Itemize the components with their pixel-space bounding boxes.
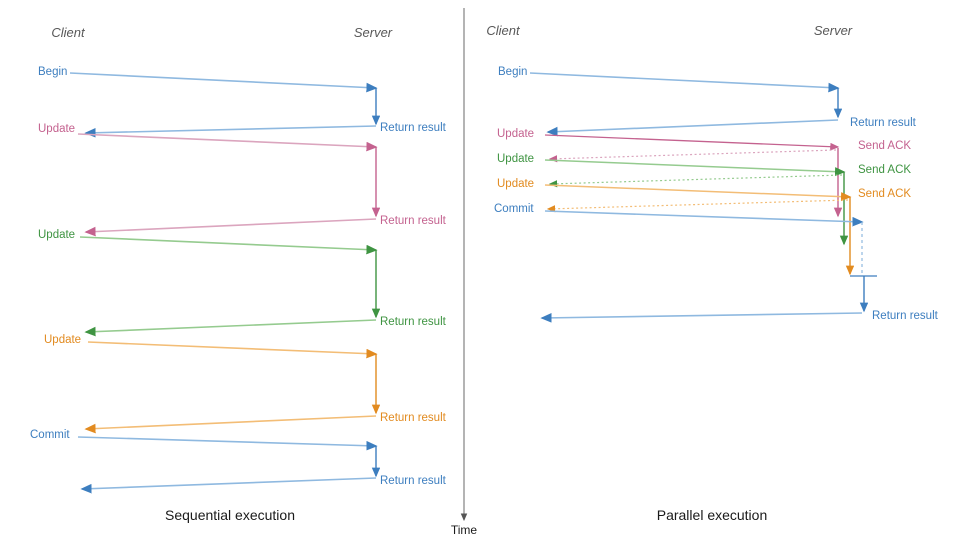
right-response-arrow-commit xyxy=(540,312,863,323)
right-msg-label-update-1: Update xyxy=(497,128,534,140)
right-msg-label-return-1: Return result xyxy=(850,117,917,129)
right-ack-arrow-update-1 xyxy=(548,149,837,163)
left-msg-label-update-1: Update xyxy=(38,123,75,135)
right-msg-label-begin: Begin xyxy=(498,66,527,78)
left-exchange-update-3 xyxy=(84,341,381,434)
left-exchange-commit xyxy=(77,436,381,494)
right-server-actor-label: Server xyxy=(814,23,853,38)
right-ack-arrow-update-2 xyxy=(548,174,843,188)
request-arrow-update-1 xyxy=(77,133,378,152)
right-msg-label-return-2: Return result xyxy=(872,310,939,322)
response-arrow-update-3 xyxy=(84,415,377,434)
right-exchange-begin xyxy=(529,72,843,137)
left-msg-label-update-3: Update xyxy=(44,334,81,346)
left-exchange-update-1 xyxy=(77,133,381,237)
right-msg-label-ack-3: Send ACK xyxy=(858,188,911,200)
time-axis-label: Time xyxy=(451,523,478,537)
right-exchange-update-2 xyxy=(544,159,849,246)
response-arrow-commit xyxy=(80,477,377,494)
left-exchange-update-2 xyxy=(79,236,381,337)
right-client-actor-label: Client xyxy=(486,23,521,38)
request-arrow-update-3 xyxy=(87,341,378,359)
left-msg-label-commit: Commit xyxy=(30,429,70,441)
right-msg-label-update-3: Update xyxy=(497,178,534,190)
right-msg-label-commit: Commit xyxy=(494,203,534,215)
right-request-arrow-begin xyxy=(529,72,840,93)
right-request-arrow-commit xyxy=(544,210,864,227)
left-msg-label-begin: Begin xyxy=(38,66,67,78)
right-request-arrow-update-3 xyxy=(544,184,852,202)
right-msg-label-ack-1: Send ACK xyxy=(858,140,911,152)
right-msg-label-update-2: Update xyxy=(497,153,534,165)
response-arrow-update-2 xyxy=(84,319,377,337)
right-response-arrow-begin xyxy=(546,119,839,137)
right-exchange-update-3 xyxy=(544,184,855,276)
response-arrow-update-1 xyxy=(84,218,377,237)
left-panel-sequential: Client Server Begin Return result Update… xyxy=(30,25,447,523)
right-ack-arrow-update-3 xyxy=(546,199,849,213)
right-exchange-update-1 xyxy=(544,134,843,218)
response-arrow-begin xyxy=(84,125,377,138)
left-exchange-begin xyxy=(69,72,381,138)
request-arrow-update-2 xyxy=(79,236,378,255)
left-msg-label-return-1: Return result xyxy=(380,122,447,134)
left-msg-label-return-4: Return result xyxy=(380,412,447,424)
right-exchange-commit xyxy=(540,210,877,323)
request-arrow-begin xyxy=(69,72,378,93)
left-msg-label-update-2: Update xyxy=(38,229,75,241)
left-msg-label-return-3: Return result xyxy=(380,316,447,328)
right-panel-caption: Parallel execution xyxy=(657,507,768,523)
right-msg-label-ack-2: Send ACK xyxy=(858,164,911,176)
left-server-actor-label: Server xyxy=(354,25,393,40)
right-request-arrow-update-2 xyxy=(544,159,846,177)
right-panel-parallel: Client Server Begin Return result Update… xyxy=(486,23,938,523)
request-arrow-commit xyxy=(77,436,378,451)
left-msg-label-return-5: Return result xyxy=(380,475,447,487)
left-panel-caption: Sequential execution xyxy=(165,507,295,523)
right-request-arrow-update-1 xyxy=(544,134,840,151)
left-client-actor-label: Client xyxy=(51,25,86,40)
left-msg-label-return-2: Return result xyxy=(380,215,447,227)
